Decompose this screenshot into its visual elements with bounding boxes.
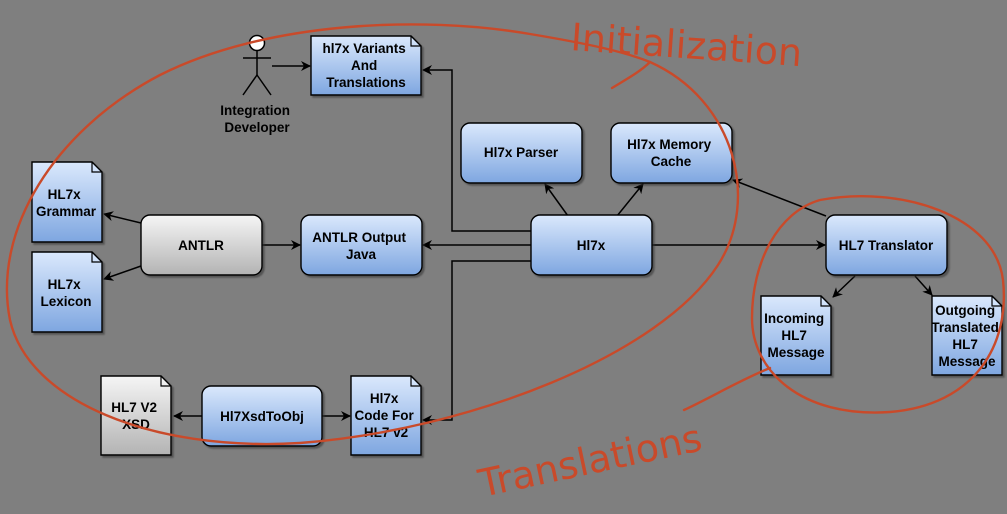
node-hl7xsdtoobj-label: Hl7XsdToObj [220,409,304,424]
doc-hl7x-lexicon-label: HL7x Lexicon [40,277,91,309]
edge-antlr-to-lexicon [103,265,142,281]
doc-hl7-v2-xsd-label: HL7 V2 XSD [111,400,161,432]
edge-translator-to-outgoing [914,275,933,296]
doc-hl7x-grammar-label: HL7x Grammar [36,187,97,219]
node-hl7x-memory-cache[interactable] [610,122,733,184]
doc-incoming-hl7[interactable] [760,295,832,376]
edge-hl7x-to-variants [422,65,531,232]
node-hl7x[interactable] [530,214,653,276]
node-hl7x-memory-cache-label: Hl7x Memory Cache [627,137,715,169]
node-antlr[interactable] [140,214,263,276]
edge-hl7x-to-parser [544,183,569,217]
node-hl7-translator-label: HL7 Translator [839,238,934,253]
doc-hl7x-grammar[interactable] [31,161,103,243]
doc-hl7x-lexicon[interactable] [31,251,103,333]
initialization-circle-tail [610,60,652,90]
actor-label: Integration Developer [220,103,294,135]
annotation-initialization: Initialization [569,15,803,75]
edge-antlr-to-grammar [103,211,142,224]
annotation-circles [5,23,1006,446]
translations-circle-tail [682,366,772,412]
node-hl7x-parser[interactable] [460,122,583,184]
annotation-translations: Translations [474,416,706,506]
node-hl7x-parser-label: Hl7x Parser [484,145,559,160]
initialization-circle [5,23,740,446]
doc-incoming-hl7-label: Incoming HL7 Message [764,311,828,360]
node-hl7-translator[interactable] [825,214,948,276]
edge-translator-to-incoming [832,275,856,298]
node-antlr-label: ANTLR [178,238,224,253]
doc-hl7x-variants-label: hl7x Variants And Translations [322,41,409,90]
doc-hl7x-variants[interactable] [310,35,422,96]
node-antlr-output-label: ANTLR Output Java [312,230,410,262]
doc-hl7-v2-xsd[interactable] [100,375,172,456]
translations-circle [750,195,1006,414]
connectors [103,61,933,425]
node-hl7x-label: Hl7x [577,238,606,253]
doc-outgoing-hl7[interactable] [931,295,1003,376]
node-hl7xsdtoobj[interactable] [201,385,323,447]
edge-translator-to-cache [732,178,827,217]
edge-hl7x-to-cache [616,183,644,217]
node-antlr-output[interactable] [300,214,423,276]
